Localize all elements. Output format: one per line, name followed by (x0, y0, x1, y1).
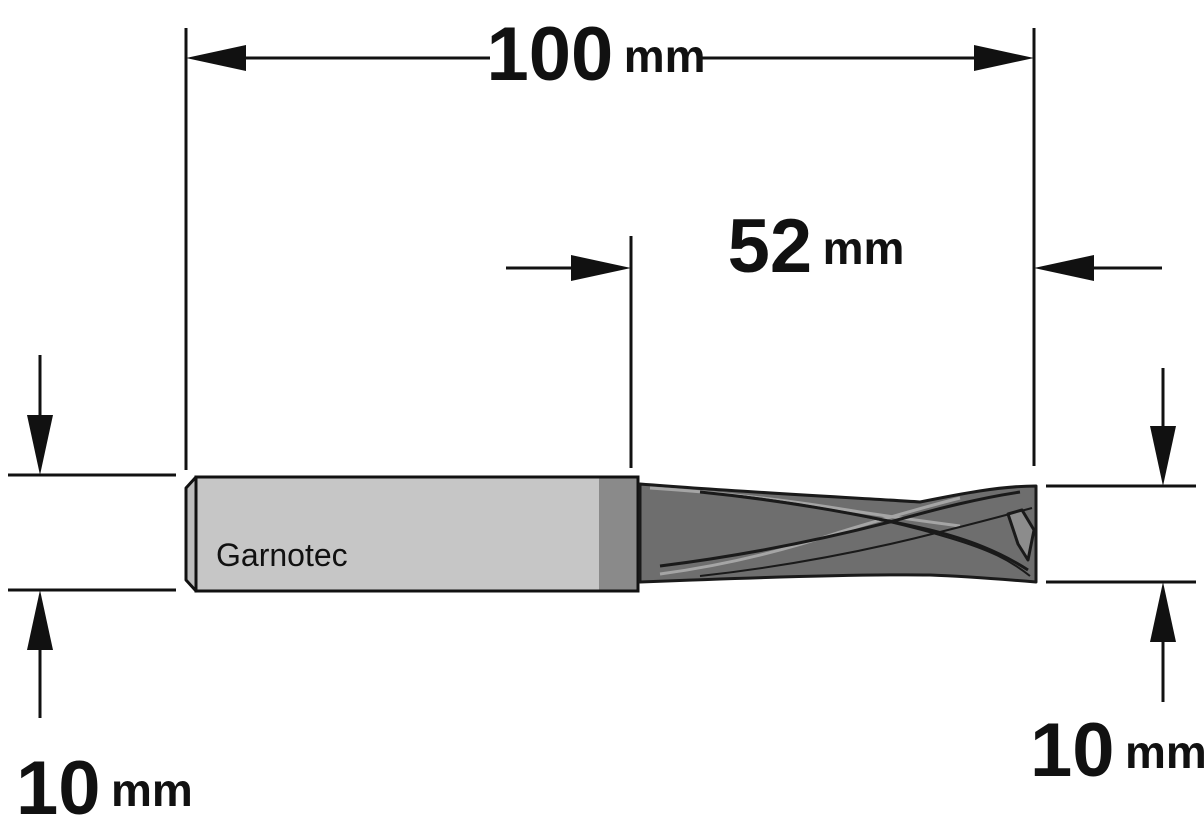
svg-text:10 mm: 10 mm (16, 746, 193, 826)
flute-groove-4 (699, 507, 1033, 577)
extension-lines (8, 28, 1196, 592)
shank-collar (599, 477, 638, 591)
dimension-cutting-diameter: 10 mm (1030, 368, 1204, 793)
shank-diameter-unit: mm (111, 764, 193, 816)
arrow-up-icon (1150, 582, 1176, 642)
brand-label: Garnotec (216, 537, 348, 573)
shank-diameter-value: 10 (16, 746, 101, 826)
arrow-left-icon (1034, 255, 1094, 281)
dimension-cutting-length: 52 mm (506, 204, 1162, 289)
dimension-overall-length: 100 mm (186, 12, 1034, 97)
cutting-length-value: 52 (728, 204, 813, 289)
arrow-down-icon (27, 415, 53, 475)
fluted-cutter (638, 482, 1038, 584)
arrow-down-icon (1150, 426, 1176, 486)
svg-text:52 mm: 52 mm (728, 204, 905, 289)
arrow-up-icon (27, 590, 53, 650)
overall-length-value: 100 (486, 12, 613, 97)
shank: Garnotec (184, 475, 640, 593)
drill-bit: Garnotec (184, 475, 1038, 593)
flute-highlight-2 (659, 496, 961, 576)
cutting-length-unit: mm (823, 222, 905, 274)
arrow-left-icon (186, 45, 246, 71)
arrow-right-icon (974, 45, 1034, 71)
cutting-diameter-value: 10 (1030, 708, 1115, 793)
cutter-tip (1006, 508, 1036, 562)
overall-length-unit: mm (624, 30, 706, 82)
svg-text:100 mm: 100 mm (486, 12, 705, 97)
dimension-shank-diameter: 10 mm (16, 355, 193, 826)
cutting-diameter-unit: mm (1125, 726, 1204, 778)
svg-text:10 mm: 10 mm (1030, 708, 1204, 793)
arrow-right-icon (571, 255, 631, 281)
shank-body (196, 477, 599, 591)
flute-groove-2 (739, 495, 1031, 577)
flute-groove-3 (659, 490, 1021, 568)
